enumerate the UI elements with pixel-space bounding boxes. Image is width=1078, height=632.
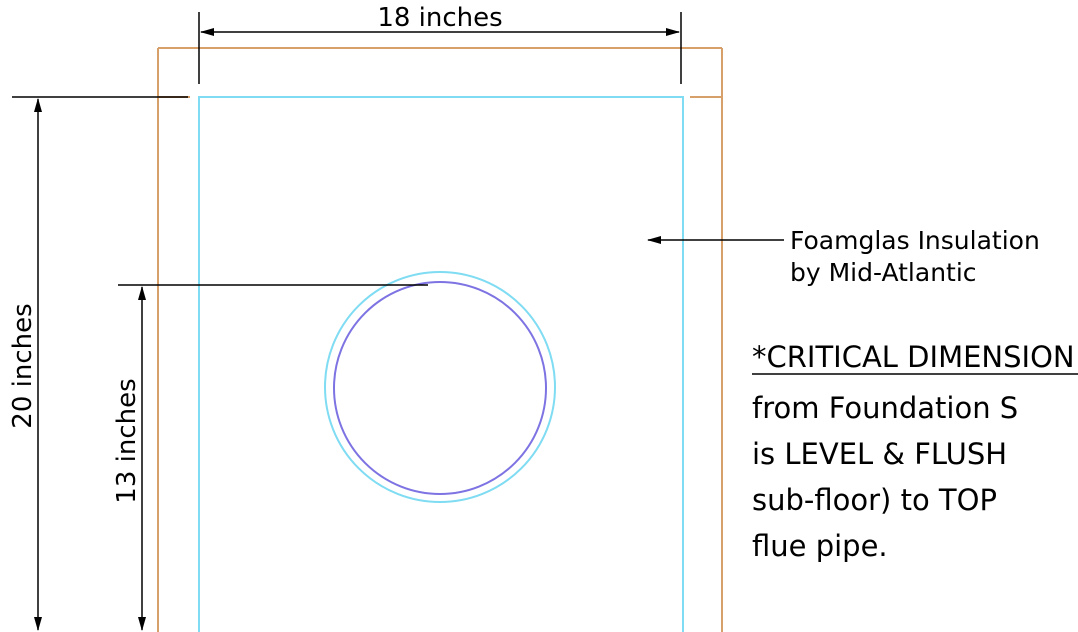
- note-line-1: from Foundation S: [752, 391, 1018, 425]
- note-line-2: is LEVEL & FLUSH: [752, 437, 1007, 471]
- width-dimension-label: 18 inches: [377, 3, 502, 33]
- center-dimension: [118, 284, 428, 631]
- callout-label-line1: Foamglas Insulation: [790, 226, 1040, 255]
- note-line-4: flue pipe.: [752, 529, 888, 563]
- inner-chase-box: [198, 96, 684, 632]
- callout-label-line2: by Mid-Atlantic: [790, 258, 977, 287]
- note-heading: *CRITICAL DIMENSION: [752, 340, 1075, 374]
- height-dimension: [12, 96, 188, 631]
- height-dimension-label: 20 inches: [8, 303, 38, 428]
- note-line-3: sub-floor) to TOP: [752, 483, 997, 517]
- width-dimension: [198, 12, 682, 84]
- center-dimension-label: 13 inches: [112, 378, 142, 503]
- outer-insulation-box: [157, 47, 723, 632]
- pipe-inner-circle: [333, 281, 547, 495]
- pipe-outer-circle: [324, 271, 556, 503]
